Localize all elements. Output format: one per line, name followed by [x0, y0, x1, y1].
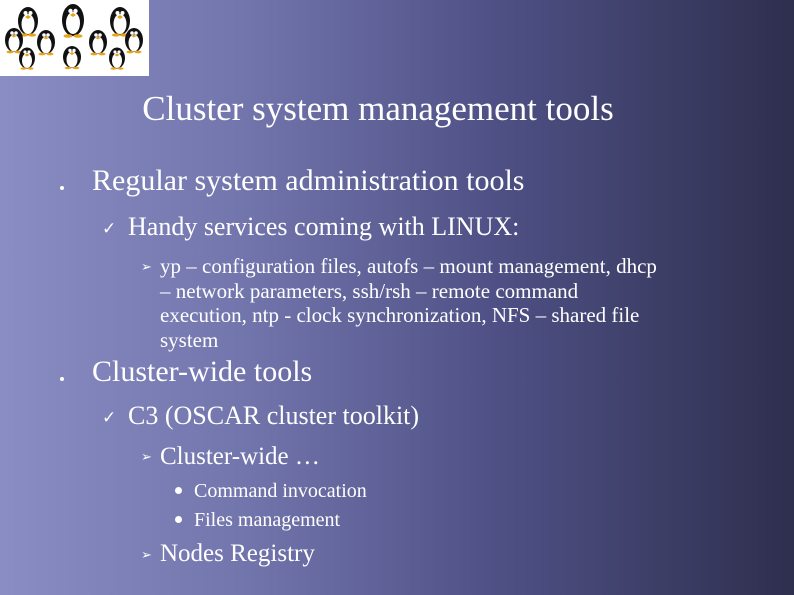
item-files-management: Files management: [194, 509, 341, 531]
bullet-regular-tools: Regular system administration tools: [92, 164, 525, 197]
bullet-dot-icon: [60, 186, 64, 190]
item-cluster-wide: Cluster-wide …: [160, 443, 320, 470]
subbullet-handy-services: Handy services coming with LINUX:: [128, 212, 520, 241]
services-description: yp – configuration files, autofs – mount…: [160, 254, 730, 352]
bullet-cluster-wide-tools: Cluster-wide tools: [92, 355, 313, 388]
item-command-invocation: Command invocation: [194, 480, 367, 502]
arrow-icon: ➢: [141, 260, 152, 275]
penguin-group-logo: [0, 0, 149, 76]
bullet-dot-icon: [60, 377, 64, 381]
arrow-icon: ➢: [141, 548, 152, 563]
slide-title: Cluster system management tools: [142, 89, 614, 128]
services-line-4: system: [160, 327, 219, 352]
bullet-dot-icon: [175, 516, 182, 523]
subbullet-c3-oscar: C3 (OSCAR cluster toolkit): [128, 401, 420, 430]
item-nodes-registry: Nodes Registry: [160, 540, 315, 567]
services-line-2: – network parameters, ssh/rsh – remote c…: [160, 278, 579, 303]
checkmark-icon: ✓: [102, 408, 117, 428]
bullet-dot-icon: [175, 487, 182, 494]
arrow-icon: ➢: [141, 450, 152, 465]
checkmark-icon: ✓: [102, 219, 117, 239]
services-line-1: yp – configuration files, autofs – mount…: [160, 254, 657, 278]
services-line-3: execution, ntp - clock synchronization, …: [160, 303, 640, 327]
